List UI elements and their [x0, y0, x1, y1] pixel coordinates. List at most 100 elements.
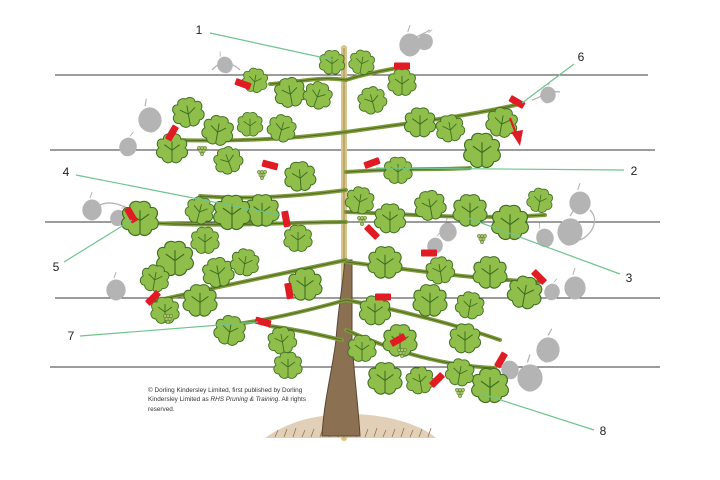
removed-leaf — [536, 328, 560, 363]
vine-leaf — [347, 334, 377, 362]
removed-leaf — [536, 222, 554, 248]
vine-leaf — [202, 256, 235, 288]
grape-berry — [398, 351, 403, 355]
grape-berry — [258, 173, 263, 177]
vine-leaf — [348, 49, 375, 75]
vine-leaf — [485, 106, 518, 138]
soil-texture — [382, 429, 387, 438]
vine-leaf — [287, 268, 323, 301]
removed-leaf — [106, 271, 126, 301]
vine-leaf — [357, 86, 388, 115]
grape-berry — [360, 222, 364, 226]
removed-leaf — [119, 131, 137, 157]
removed-leaf — [417, 29, 433, 51]
vine-leaf — [463, 132, 501, 169]
grape-cluster — [397, 348, 407, 358]
callout-8-leader-line — [481, 393, 595, 431]
pruning-cut-mark — [281, 210, 291, 228]
pruning-cut-mark — [145, 290, 161, 306]
pruning-cut-mark — [429, 372, 445, 388]
vine-leaf — [367, 246, 403, 279]
removed-tendril — [531, 91, 561, 101]
grape-berry — [461, 388, 465, 392]
grape-cluster — [455, 388, 465, 398]
vine-leaf — [491, 204, 529, 241]
vine-arm-outline — [269, 325, 343, 341]
vine-trunk — [321, 259, 361, 437]
removed-leaf — [557, 208, 583, 246]
removed-tendril — [579, 209, 596, 241]
removed-leaf — [82, 191, 102, 221]
vine-leaf — [283, 224, 313, 252]
pruning-cut-mark — [389, 333, 407, 347]
grape-berry — [164, 317, 169, 321]
vine-leaf — [318, 50, 346, 75]
vine-leaf — [448, 323, 482, 354]
grape-berry — [169, 314, 173, 318]
vine-leaf — [156, 240, 194, 277]
callout-3-leader-line — [467, 217, 621, 275]
soil-texture — [301, 429, 306, 438]
pruning-cut-mark — [234, 78, 252, 90]
grape-berry — [477, 234, 481, 238]
callout-2-number: 2 — [631, 164, 638, 178]
vine-leaf — [444, 358, 475, 387]
copyright-credit: © Dorling Kindersley Limited, first publ… — [148, 386, 324, 414]
callout-5-leader-line — [63, 219, 133, 263]
soil-texture — [391, 428, 396, 438]
vine-arm-outline — [199, 189, 347, 199]
grape-cluster — [257, 170, 267, 180]
vine-leaf — [454, 291, 485, 320]
vine-arm-outline — [149, 259, 347, 303]
vine-leaf — [213, 146, 244, 175]
pruning-cut-mark — [165, 124, 179, 142]
pruning-cut-mark — [494, 351, 508, 369]
red-arrow-head — [511, 130, 523, 146]
removed-leaf — [217, 51, 233, 74]
grape-cluster — [163, 314, 173, 324]
vine-leaf — [266, 114, 297, 143]
vine-leaf — [414, 189, 447, 221]
vine-leaf — [358, 295, 392, 326]
vine-leaf — [344, 186, 375, 215]
soil-texture — [364, 428, 369, 438]
grape-berry — [458, 394, 462, 398]
removed-leaf — [564, 268, 586, 300]
pruning-cut-mark — [531, 269, 547, 285]
removed-growth-silhouettes — [82, 25, 596, 392]
vine-arm-outline — [171, 131, 347, 142]
grape-berry — [357, 216, 361, 220]
grape-berry — [456, 391, 461, 395]
pruning-cut-mark — [421, 249, 437, 257]
grape-berry — [397, 348, 401, 352]
vine-leaf — [405, 366, 436, 395]
pruning-cut-mark — [261, 159, 279, 171]
grape-berry — [257, 170, 261, 174]
callout-7-leader-line — [79, 321, 259, 337]
pruning-cut-mark — [508, 95, 526, 109]
vine-leaf — [284, 161, 317, 192]
vine-leaf — [236, 112, 264, 137]
grape-berry — [163, 314, 167, 318]
vine-leaf — [274, 76, 307, 108]
vine-leaf — [387, 68, 417, 96]
vine-leaf — [506, 275, 543, 310]
grape-berry — [200, 152, 204, 156]
vine-leaf — [471, 367, 509, 404]
callout-7-number: 7 — [68, 329, 75, 343]
soil-texture — [373, 427, 378, 438]
removed-leaf — [544, 278, 560, 301]
vine-leaf — [273, 351, 303, 379]
credit-text-2: . All rights reserved. — [148, 396, 306, 413]
soil-texture — [400, 427, 405, 438]
removed-leaf — [569, 183, 591, 215]
grape-berry — [455, 388, 459, 392]
vine-leaf — [184, 196, 215, 225]
pruning-cut-mark — [254, 316, 272, 328]
soil-texture — [427, 427, 432, 438]
grape-berry — [198, 149, 203, 153]
callout-1-leader-line — [209, 32, 335, 61]
vine-arm — [228, 298, 348, 327]
